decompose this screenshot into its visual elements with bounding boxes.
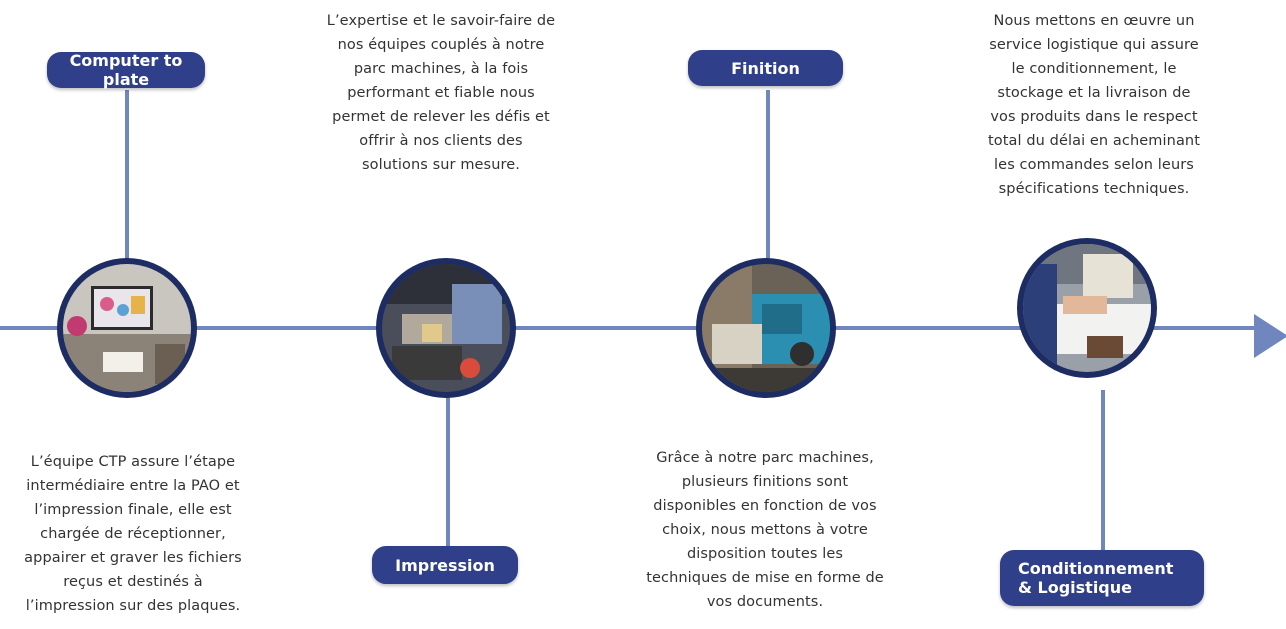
connector-logistique [1101, 390, 1105, 550]
connector-finition [766, 90, 770, 260]
connector-impression [446, 390, 450, 550]
step-description-finition: Grâce à notre parc machines, plusieurs f… [646, 450, 884, 610]
step-title-finition: Finition [688, 50, 843, 86]
step-title-logistique-line2: & Logistique [1018, 578, 1132, 597]
step-description-ctp: L’équipe CTP assure l’étape intermédiair… [24, 454, 242, 614]
photo-finition [696, 258, 836, 398]
step-description-logistique: Nous mettons en œuvre un service logisti… [987, 13, 1201, 197]
step-title-ctp: Computer to plate [47, 51, 205, 89]
photo-impression [376, 258, 516, 398]
step-title-logistique: Conditionnement & Logistique [1000, 550, 1204, 606]
photo-logistique [1017, 238, 1157, 378]
photo-ctp [57, 258, 197, 398]
connector-ctp [125, 90, 129, 260]
timeline-arrow-icon [1254, 314, 1286, 358]
step-description-impression: L’expertise et le savoir-faire de nos éq… [326, 13, 556, 173]
step-title-impression: Impression [372, 546, 518, 584]
timeline-line [0, 326, 1260, 330]
step-title-logistique-line1: Conditionnement [1018, 559, 1174, 578]
